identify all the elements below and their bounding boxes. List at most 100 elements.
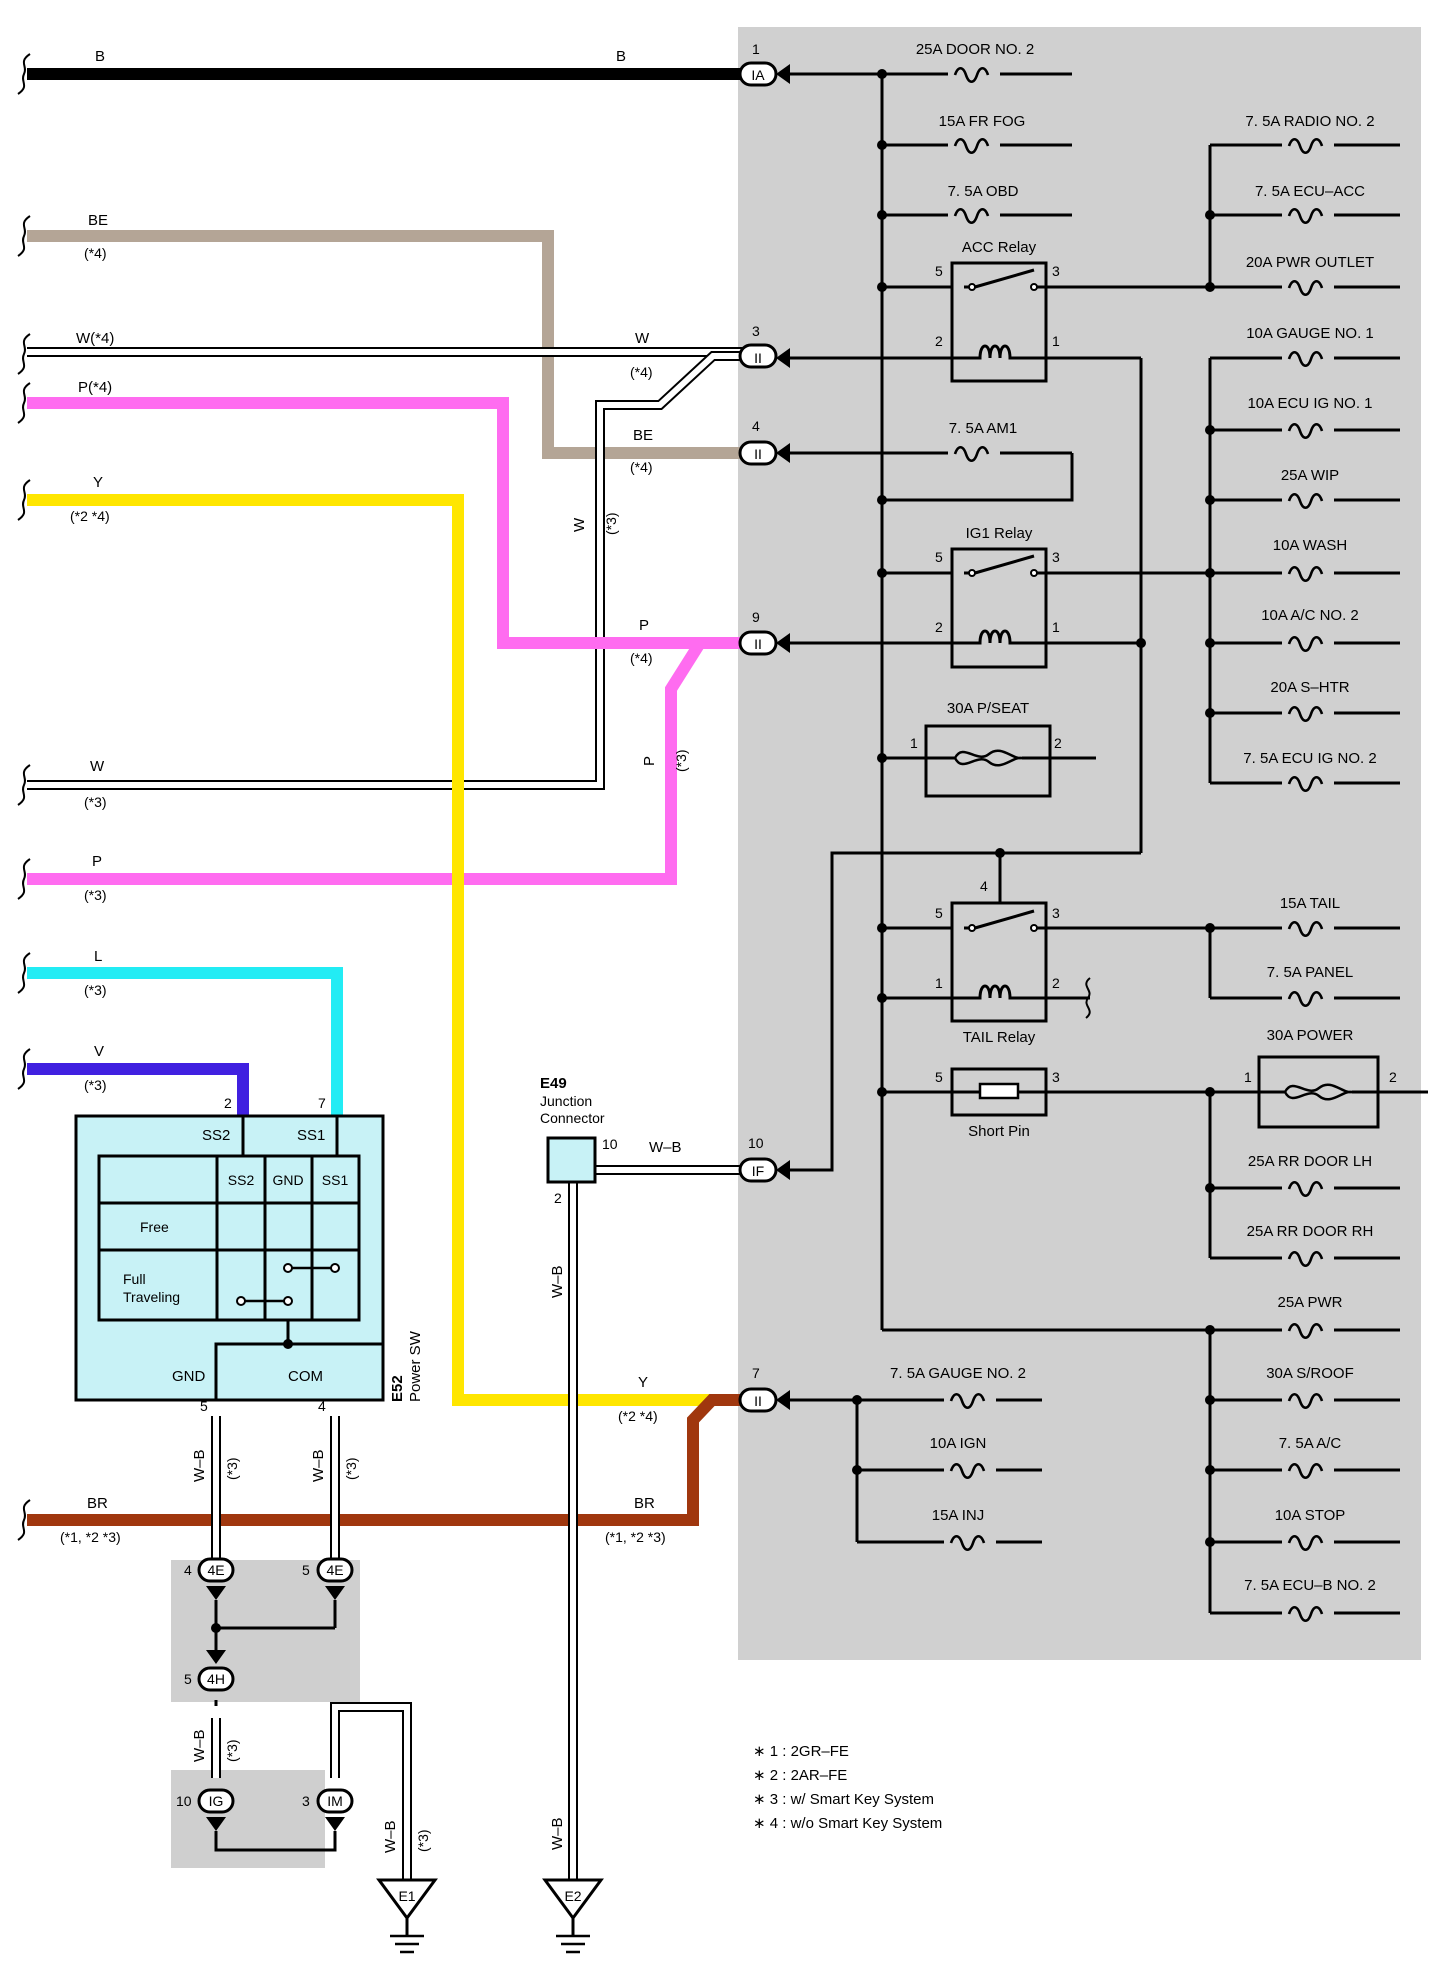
e49-line2: Connector (540, 1110, 605, 1126)
junction-block (738, 27, 1421, 1660)
pin: 4 (980, 878, 988, 894)
svg-text:II: II (754, 1393, 762, 1409)
svg-text:1: 1 (752, 41, 760, 57)
wire-note: (*4) (630, 650, 653, 666)
pseat-label: 30A P/SEAT (947, 700, 1029, 717)
ground-e1: E1 (376, 1878, 438, 1954)
tail-relay: TAIL Relay 5 3 1 2 4 (935, 878, 1091, 1046)
pseat-breaker: 30A P/SEAT 1 2 (910, 700, 1062, 798)
legend: ∗ 1 : 2GR–FE ∗ 2 : 2AR–FE ∗ 3 : w/ Smart… (753, 1743, 942, 1832)
wire-note: (*2 *4) (618, 1408, 658, 1424)
wire-label: W (90, 758, 105, 775)
tail-relay-label: TAIL Relay (963, 1029, 1036, 1046)
wire-label: BR (87, 1495, 108, 1512)
svg-text:7: 7 (752, 1365, 760, 1381)
small-connectors: 4E 4 4E 5 4H 5 IG 10 (176, 1557, 354, 1852)
table-header: GND (272, 1172, 303, 1188)
fuse-wash: 10A WASH (1273, 537, 1347, 554)
pin: 3 (1052, 549, 1060, 565)
vlabel: (*3) (415, 1829, 431, 1852)
wire-label: P(*4) (78, 379, 112, 396)
svg-text:4: 4 (752, 418, 760, 434)
wire-note: (*1, *2 *3) (60, 1529, 121, 1545)
e49-junction-connector: E49 Junction Connector 10 2 (540, 1075, 618, 1206)
wire-harness (27, 68, 750, 1880)
connector-4h: 4H 5 (184, 1666, 235, 1692)
vlabel: W–B (191, 1449, 208, 1482)
wire-p4 (27, 397, 750, 649)
wire-note: (*4) (630, 364, 653, 380)
pin: 1 (935, 975, 943, 991)
wire-note: (*1, *2 *3) (605, 1529, 666, 1545)
wire-label: BR (634, 1495, 655, 1512)
connector-if: IF 10 (738, 1135, 790, 1183)
fuse-pwr-outlet: 20A PWR OUTLET (1246, 254, 1374, 271)
wire-be (27, 230, 750, 459)
svg-text:10: 10 (176, 1793, 192, 1809)
svg-text:4E: 4E (326, 1562, 343, 1578)
wire-label: W(*4) (76, 330, 114, 347)
pin: 5 (935, 905, 943, 921)
legend-item: ∗ 2 : 2AR–FE (753, 1767, 847, 1784)
connector-4e-b: 4E 5 (302, 1557, 354, 1600)
inbound-labels: B W (*4) BE (*4) P (*4) W–B Y (*2 *4) BR… (605, 48, 682, 1545)
connector-ia: IA 1 (738, 41, 790, 87)
vlabel: W–B (549, 1817, 566, 1850)
wire-label: W (635, 330, 650, 347)
fuse-inj: 15A INJ (932, 1507, 985, 1524)
pin: 2 (1052, 975, 1060, 991)
fuse-wip: 25A WIP (1281, 467, 1339, 484)
fuse-symbols (944, 64, 1334, 1623)
fuse-ac: 7. 5A A/C (1279, 1435, 1342, 1452)
svg-text:IM: IM (327, 1793, 343, 1809)
connector-ii-4: II 4 (738, 418, 790, 466)
fuse-am1: 7. 5A AM1 (949, 420, 1017, 437)
pin: 2 (935, 333, 943, 349)
svg-text:IG: IG (209, 1793, 224, 1809)
svg-text:5: 5 (302, 1562, 310, 1578)
e52-name: Power SW (407, 1330, 424, 1402)
wire-label: BE (633, 427, 653, 444)
pin: 1 (910, 735, 918, 751)
connector-ii-7: II 7 (738, 1365, 790, 1413)
wire-p3 (27, 637, 740, 885)
connector-ii-3: II 3 (738, 323, 790, 369)
vlabel: (*3) (603, 512, 619, 535)
svg-text:4: 4 (184, 1562, 192, 1578)
short-pin-label: Short Pin (968, 1123, 1030, 1140)
wire-label: Y (93, 474, 103, 491)
connector-ii-9: II 9 (738, 609, 790, 656)
row-traveling: Traveling (123, 1289, 180, 1305)
wire-note: (*3) (84, 982, 107, 998)
vlabel: W–B (191, 1729, 208, 1762)
wire-v (27, 1063, 249, 1116)
power-breaker: 1 2 (1244, 1055, 1397, 1129)
edge-connectors: IA 1 II 3 II 4 II 9 IF 10 (738, 41, 790, 1413)
vlabel: (*3) (224, 1739, 240, 1762)
pin: 2 (1389, 1069, 1397, 1085)
pin: 1 (1052, 619, 1060, 635)
svg-text:10: 10 (748, 1135, 764, 1151)
e52-code: E52 (389, 1375, 406, 1402)
pin: 3 (1052, 1069, 1060, 1085)
ig1-relay: IG1 Relay 5 3 2 1 (935, 525, 1060, 669)
pin: 7 (318, 1095, 326, 1111)
com-label: COM (288, 1368, 323, 1385)
wire-note: (*4) (630, 459, 653, 475)
vlabel: W–B (549, 1265, 566, 1298)
svg-text:E2: E2 (564, 1888, 581, 1904)
pin: 10 (602, 1136, 618, 1152)
pin: 5 (935, 263, 943, 279)
svg-text:E1: E1 (398, 1888, 415, 1904)
legend-item: ∗ 1 : 2GR–FE (753, 1743, 849, 1760)
legend-item: ∗ 3 : w/ Smart Key System (753, 1791, 934, 1808)
fuse-stop: 10A STOP (1275, 1507, 1346, 1524)
fuse-ecu-b-no2: 7. 5A ECU–B NO. 2 (1244, 1577, 1376, 1594)
wire-break-marks (17, 53, 31, 1541)
acc-relay: ACC Relay 5 3 2 1 (935, 239, 1060, 383)
wire-label: P (92, 853, 102, 870)
wire-note: (*3) (84, 887, 107, 903)
fuse-door-no2: 25A DOOR NO. 2 (916, 41, 1034, 58)
connector-im: IM 3 (302, 1788, 354, 1831)
pin: 2 (224, 1095, 232, 1111)
